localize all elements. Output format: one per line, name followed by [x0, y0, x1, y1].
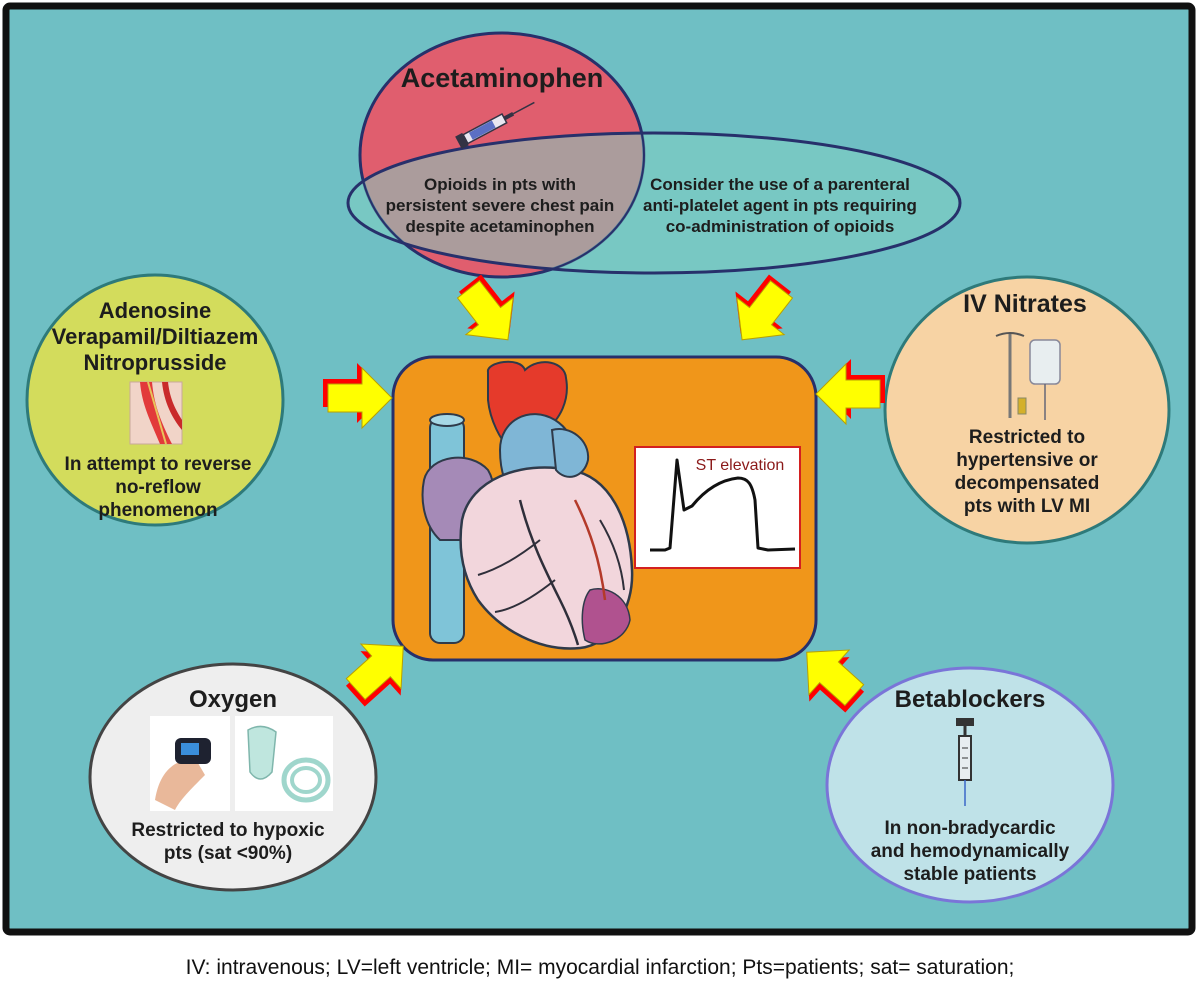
- adenosine-title1: Adenosine: [99, 298, 211, 323]
- adenosine-title2: Verapamil/Diltiazem: [52, 324, 259, 349]
- ecg-trace-icon: [650, 458, 796, 552]
- oxygen-title: Oxygen: [189, 686, 277, 713]
- betablockers-line2: and hemodynamically: [871, 841, 1070, 862]
- ecg-label: ST elevation: [696, 457, 785, 474]
- iv-drip-icon: [995, 332, 1061, 420]
- opioids-line3: despite acetaminophen: [406, 217, 595, 236]
- nitrates-line1: Restricted to: [969, 427, 1085, 448]
- syringe-icon: [455, 101, 535, 150]
- nitrates-line2: hypertensive or: [956, 450, 1098, 471]
- nitrates-circle: [883, 275, 1171, 545]
- nitrates-line3: decompensated: [955, 473, 1100, 494]
- footnote: IV: intravenous; LV=left ventricle; MI= …: [185, 956, 1015, 979]
- opioids-ellipse: [346, 131, 962, 275]
- adenosine-line1: In attempt to reverse: [65, 454, 252, 475]
- antiplatelet-line2: anti-platelet agent in pts requiring: [643, 196, 917, 215]
- pulse-oximeter-icon: [150, 716, 230, 811]
- oxygen-mask-icon: [235, 716, 333, 811]
- nitrates-title: IV Nitrates: [963, 290, 1087, 318]
- heart-icon: [421, 360, 634, 650]
- betablockers-line1: In non-bradycardic: [884, 818, 1055, 839]
- opioids-line2: persistent severe chest pain: [386, 196, 615, 215]
- acetaminophen-title: Acetaminophen: [401, 63, 604, 93]
- ecg-box: [634, 446, 801, 569]
- antiplatelet-line3: co-administration of opioids: [666, 217, 895, 236]
- vessel-catheter-icon: [129, 381, 183, 445]
- acetaminophen-outline: [359, 32, 645, 278]
- treatment-diagram: Acetaminophen Opioids in pts with persis…: [2, 2, 1196, 936]
- betablockers-line3: stable patients: [903, 864, 1036, 885]
- syringe-icon: [956, 718, 974, 806]
- betablockers-circle: [825, 666, 1115, 904]
- adenosine-line3: phenomenon: [98, 500, 217, 521]
- adenosine-line2: no-reflow: [115, 477, 201, 498]
- oxygen-line1: Restricted to hypoxic: [131, 820, 325, 841]
- betablockers-title: Betablockers: [895, 686, 1046, 713]
- opioids-line1: Opioids in pts with: [424, 175, 576, 194]
- oxygen-line2: pts (sat <90%): [164, 843, 292, 864]
- antiplatelet-line1: Consider the use of a parenteral: [650, 175, 910, 194]
- nitrates-line4: pts with LV MI: [964, 496, 1090, 517]
- adenosine-title3: Nitroprusside: [83, 350, 226, 375]
